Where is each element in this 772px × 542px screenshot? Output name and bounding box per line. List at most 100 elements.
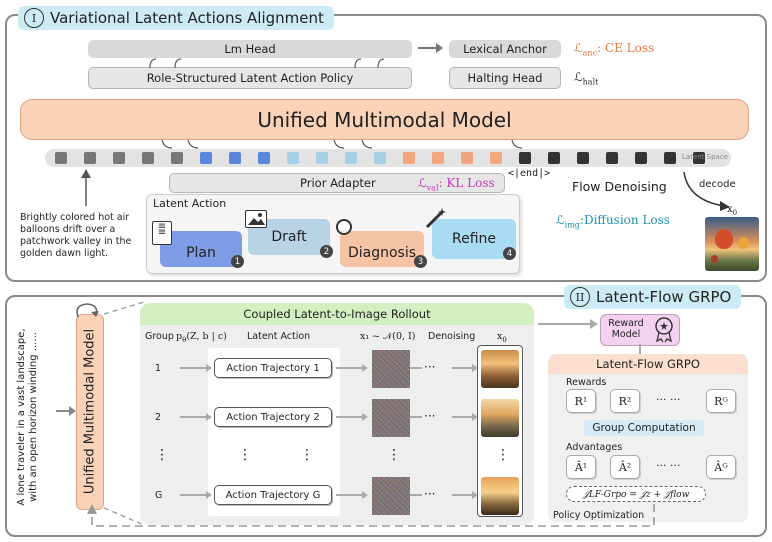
reward-2: R² bbox=[610, 389, 640, 413]
halting-head: Halting Head bbox=[449, 67, 561, 89]
action-trajectory-2: Action Trajectory 2 bbox=[214, 407, 332, 427]
rollout-header bbox=[140, 303, 534, 325]
prior-adapter: Prior Adapter bbox=[169, 173, 505, 193]
noise-ellipsis: ⋮ bbox=[387, 447, 401, 463]
denoise-dots-1: ··· bbox=[424, 360, 436, 374]
balloon-shape bbox=[711, 255, 718, 263]
row-group-2: 2 bbox=[155, 412, 162, 423]
latent-token bbox=[693, 152, 705, 164]
action-plan: Plan bbox=[160, 231, 242, 267]
prompt-up-arrow bbox=[81, 169, 91, 206]
action-num-2: 2 bbox=[320, 245, 333, 258]
balloon-shape bbox=[738, 237, 749, 249]
row-group-ellipsis: ⋮ bbox=[155, 447, 169, 463]
row-group-1: 1 bbox=[155, 363, 162, 374]
output-image-g bbox=[481, 477, 519, 515]
group-computation: Group Computation bbox=[584, 420, 704, 436]
row-group-g: G bbox=[155, 490, 163, 501]
balloon-image bbox=[705, 217, 759, 271]
prompt-to-umm-arrow bbox=[56, 406, 76, 416]
reward-model-label: Reward Model bbox=[608, 318, 644, 340]
advantages-label: Advantages bbox=[566, 442, 623, 453]
policy-to-lmhead-arrows bbox=[149, 58, 385, 69]
col-group: Group bbox=[145, 331, 174, 342]
noise-image-2 bbox=[372, 399, 410, 437]
latent-token bbox=[635, 152, 647, 164]
col-noise: x₁ ~ 𝒩(0, I) bbox=[360, 331, 416, 342]
prompt-vertical: A lone traveler in a vast landscape, wit… bbox=[16, 328, 39, 506]
latent-token bbox=[664, 152, 676, 164]
latent-token bbox=[55, 152, 67, 164]
magnifier-icon bbox=[336, 219, 352, 235]
rewards-label: Rewards bbox=[566, 377, 607, 388]
advantage-ellipsis: ··· ··· bbox=[656, 459, 681, 472]
unified-multimodal-model: Unified Multimodal Model bbox=[20, 99, 749, 140]
action-refine: Refine bbox=[432, 219, 516, 259]
latent-token bbox=[548, 152, 560, 164]
umm-vertical-box bbox=[76, 314, 104, 510]
action-diagnosis: Diagnosis bbox=[340, 231, 424, 267]
reward-to-grpo-arrow bbox=[639, 344, 641, 354]
trajectory-ellipsis-b: ⋮ bbox=[300, 447, 314, 463]
panel2-title: II Latent-Flow GRPO bbox=[564, 285, 742, 309]
policy-optimization-label: Policy Optimization bbox=[553, 510, 645, 521]
roman-numeral-2: II bbox=[570, 287, 590, 307]
col-x0: x0 bbox=[497, 331, 507, 344]
latent-token bbox=[519, 152, 531, 164]
latent-token bbox=[113, 152, 125, 164]
output-image-2 bbox=[481, 399, 519, 437]
row-arrows bbox=[180, 364, 478, 499]
halt-loss: ℒhalt bbox=[574, 70, 599, 87]
prompt-text: Brightly colored hot air balloons drift … bbox=[20, 212, 132, 259]
wand-icon bbox=[425, 208, 446, 229]
action-num-4: 4 bbox=[503, 247, 516, 260]
rollout-connectors bbox=[103, 301, 145, 526]
reward-1: R¹ bbox=[566, 389, 596, 413]
award-icon bbox=[655, 317, 673, 343]
grpo-header bbox=[548, 354, 748, 374]
latent-token bbox=[345, 152, 357, 164]
umm-to-token-arrows bbox=[161, 139, 523, 149]
panel2-title-text: Latent-Flow GRPO bbox=[596, 288, 732, 306]
action-trajectory-g: Action Trajectory G bbox=[214, 485, 332, 505]
noise-image-1 bbox=[372, 350, 410, 388]
advantage-2: Â² bbox=[610, 455, 640, 479]
latent-token bbox=[258, 152, 270, 164]
latent-token bbox=[374, 152, 386, 164]
denoise-dots-g: ··· bbox=[424, 487, 436, 501]
reward-g: Rᴳ bbox=[706, 389, 736, 413]
output-ellipsis: ⋮ bbox=[496, 447, 510, 463]
latent-token bbox=[316, 152, 328, 164]
balloon-shape bbox=[715, 229, 733, 249]
lm-head: Lm Head bbox=[88, 40, 412, 58]
rollout-title: Coupled Latent-to-Image Rollout bbox=[243, 307, 431, 321]
latent-token bbox=[461, 152, 473, 164]
latent-token bbox=[432, 152, 444, 164]
latent-token bbox=[171, 152, 183, 164]
output-image-1 bbox=[481, 350, 519, 388]
rollout-to-reward-arrow bbox=[538, 319, 598, 329]
noise-image-g bbox=[372, 477, 410, 515]
col-prob: pθ(Z, b | c) bbox=[176, 331, 227, 344]
decode-label: decode bbox=[699, 179, 736, 190]
list-icon: ≡≡ bbox=[152, 221, 172, 245]
lexical-anchor: Lexical Anchor bbox=[449, 40, 561, 58]
latent-space-label: Latent Space bbox=[682, 153, 728, 161]
x0-label: x0 bbox=[727, 204, 738, 217]
latent-token bbox=[606, 152, 618, 164]
end-token: <|end|> bbox=[508, 168, 551, 179]
trajectory-ellipsis-a: ⋮ bbox=[238, 447, 252, 463]
roman-numeral-1: I bbox=[24, 8, 44, 28]
image-icon bbox=[245, 210, 267, 228]
objective-formula: 𝒥LF-Grpo = 𝒥z + 𝒥flow bbox=[566, 486, 706, 502]
anc-loss: ℒanc: CE Loss bbox=[574, 41, 655, 58]
latent-token bbox=[287, 152, 299, 164]
denoise-dots-2: ··· bbox=[424, 409, 436, 423]
token-row bbox=[55, 152, 705, 164]
latent-token bbox=[229, 152, 241, 164]
advantage-1: Â¹ bbox=[566, 455, 596, 479]
action-num-3: 3 bbox=[414, 255, 427, 268]
action-trajectory-1: Action Trajectory 1 bbox=[214, 358, 332, 378]
panel1-title: I Variational Latent Actions Alignment bbox=[18, 6, 334, 30]
grpo-title: Latent-Flow GRPO bbox=[596, 357, 700, 371]
